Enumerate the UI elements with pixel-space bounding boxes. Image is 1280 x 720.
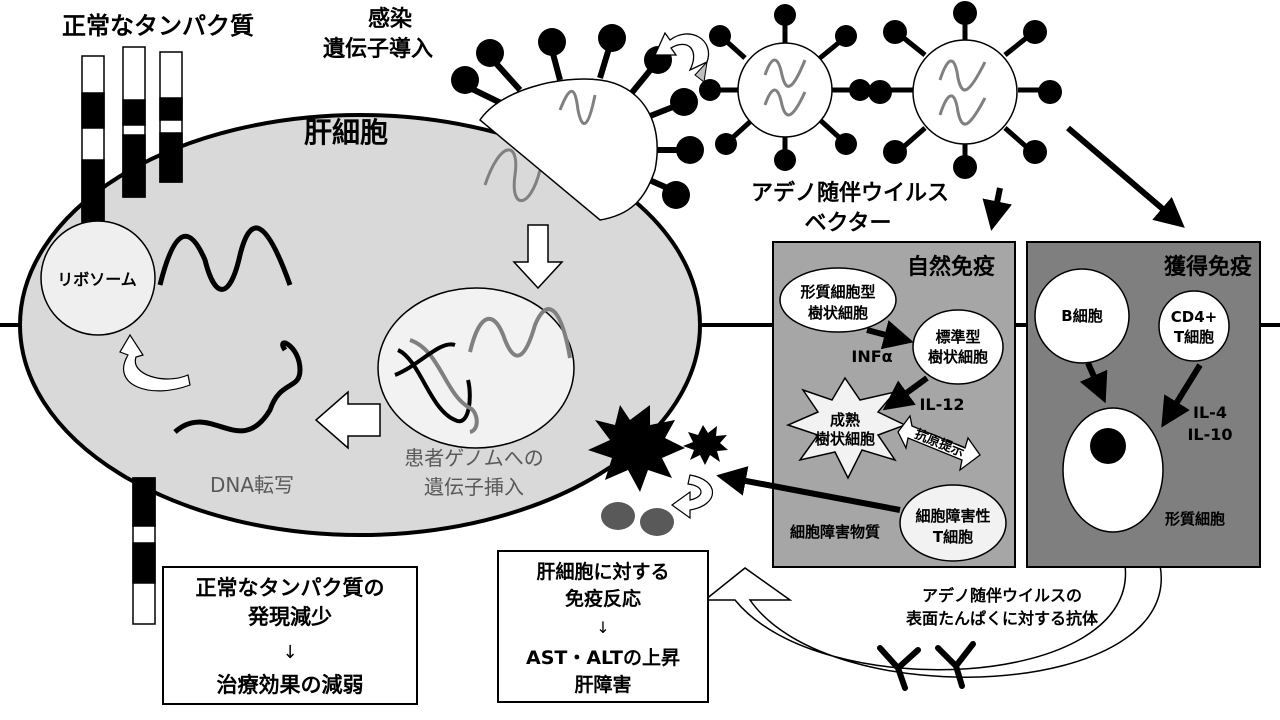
il4-label: IL-4 — [1193, 403, 1227, 422]
pdc-label-1: 形質細胞型 — [800, 283, 875, 301]
mid-box-line4: 肝障害 — [574, 673, 631, 696]
gene-transfer-label: 遺伝子導入 — [323, 36, 433, 62]
arrow-cd4-to-plasma — [1161, 363, 1203, 428]
plasma-cell — [1062, 407, 1164, 533]
aav-virus-1 — [699, 4, 871, 171]
rotate-arrow — [653, 31, 710, 72]
arrow-into-nucleus — [512, 224, 564, 290]
arrow-to-adaptive — [1066, 125, 1185, 228]
feedback-curved-arrow — [702, 564, 1162, 678]
cdc-label-1: 標準型 — [935, 328, 980, 346]
arrow-to-innate — [982, 187, 1012, 231]
hepatocyte-label: 肝細胞 — [304, 116, 388, 149]
ctl-label-2: T細胞 — [933, 528, 973, 546]
aav-vector-label-2: ベクター — [804, 211, 891, 236]
mid-box-line2: 免疫反応 — [565, 587, 641, 610]
dna-transcription-label: DNA転写 — [210, 473, 294, 497]
ribosome-label: リボソーム — [57, 270, 137, 289]
mid-box-line3: AST・ALTの上昇 — [526, 647, 680, 669]
il10-label: IL-10 — [1187, 425, 1232, 444]
mature-dc-label-2: 樹状細胞 — [815, 430, 875, 448]
arrow-cdc-to-mature — [882, 375, 929, 411]
aav-virus-2 — [868, 1, 1062, 179]
cd4-t-cell — [1158, 290, 1230, 362]
ribosome — [40, 220, 156, 336]
left-box-arrow: ↓ — [282, 642, 297, 663]
b-cell — [1034, 268, 1130, 364]
mid-box-arrow: ↓ — [596, 618, 609, 637]
curved-arrow-particles — [670, 474, 714, 520]
entering-gene-wave — [483, 148, 542, 203]
infection-label: 感染 — [368, 6, 412, 32]
cytotoxic-particle-2 — [640, 508, 674, 536]
ctl-label-1: 細胞障害性 — [915, 507, 990, 525]
arrow-ctl-to-liver — [716, 466, 901, 513]
conventional-dc — [912, 309, 1004, 385]
arrow-bcell-to-plasma — [1079, 361, 1108, 404]
plasma-cell-nucleus — [1090, 428, 1126, 464]
cytotoxic-burst-small — [683, 425, 728, 465]
mrna-wave — [157, 225, 293, 292]
dna-transcript-wave — [173, 340, 303, 434]
genome-insertion-label-1: 患者ゲノムへの — [404, 446, 543, 470]
curved-arrow-to-ribosome — [119, 333, 191, 392]
il12-label: IL-12 — [919, 395, 964, 414]
left-box-line1: 正常なタンパク質の — [196, 576, 385, 600]
cdc-label-2: 樹状細胞 — [928, 348, 988, 366]
plasma-cell-label: 形質細胞 — [1165, 510, 1225, 528]
arrow-pdc-to-cdc — [866, 320, 914, 350]
left-outcome-box — [162, 566, 418, 705]
mid-box-line1: 肝細胞に対する — [536, 560, 669, 583]
nucleus — [377, 287, 575, 449]
genome-helix — [394, 338, 479, 434]
adaptive-title: 獲得免疫 — [1164, 254, 1252, 280]
antibody-label-1: アデノ随伴ウイルスの — [922, 586, 1082, 605]
cytotoxic-t-cell — [899, 484, 1007, 562]
arrow-dna-transcription — [314, 390, 381, 450]
left-box-line2: 発現減少 — [247, 605, 332, 629]
antibody-icons — [877, 641, 976, 691]
cd4-label-2: T細胞 — [1174, 328, 1214, 346]
entering-virus — [451, 24, 704, 221]
normal-protein-bars — [81, 46, 183, 625]
cytotoxic-substance-label: 細胞障害物質 — [790, 523, 880, 541]
middle-outcome-box — [497, 550, 709, 703]
innate-title: 自然免疫 — [907, 254, 995, 280]
genome-insertion-label-2: 遺伝子挿入 — [424, 475, 524, 499]
cytotoxic-particle-1 — [601, 502, 635, 530]
plasmacytoid-dc — [779, 267, 897, 333]
antigen-presentation-arrow — [897, 414, 981, 472]
aav-vector-label-1: アデノ随伴ウイルス — [751, 180, 949, 206]
inserted-gene-wave — [468, 307, 572, 359]
antibody-label-2: 表面たんぱくに対する抗体 — [905, 609, 1099, 628]
rotate-arrow-shadow — [694, 60, 708, 83]
ifn-label: INFα — [851, 347, 892, 366]
normal-protein-label: 正常なタンパク質 — [62, 12, 254, 40]
pdc-label-2: 樹状細胞 — [808, 304, 868, 322]
bcell-label: B細胞 — [1061, 307, 1102, 325]
cd4-label-1: CD4+ — [1171, 308, 1217, 326]
cytotoxic-burst-large — [588, 405, 685, 492]
left-box-line3: 治療効果の減弱 — [217, 673, 364, 697]
mature-dc-label-1: 成熟 — [830, 411, 860, 429]
